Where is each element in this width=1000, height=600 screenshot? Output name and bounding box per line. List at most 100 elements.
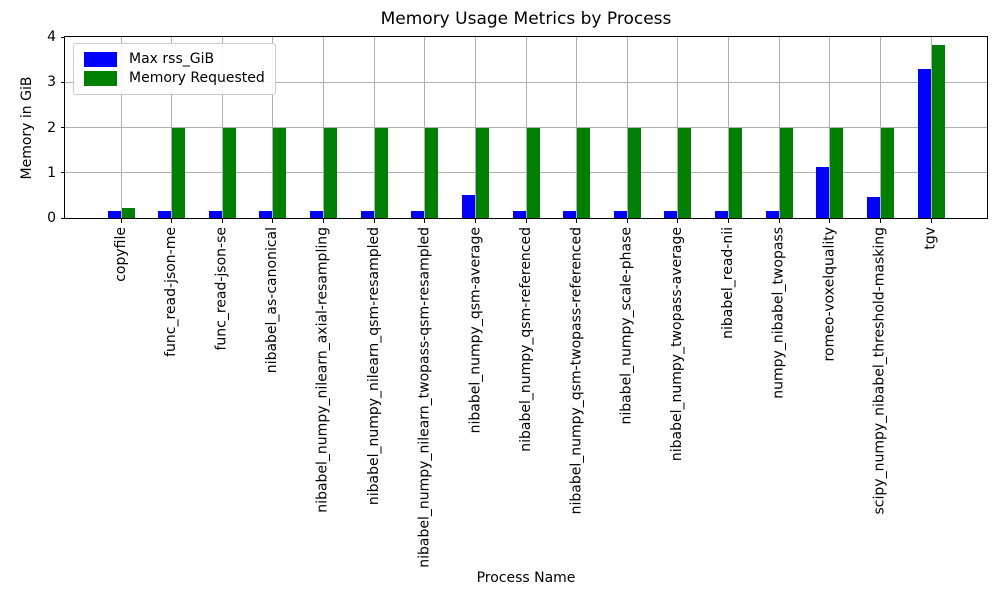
x-tick-mark [829, 219, 831, 223]
x-tick-label: romeo-voxelquality [821, 227, 838, 362]
x-tick-label: nibabel_numpy_twopass-average [669, 227, 686, 462]
vertical-gridline [474, 37, 476, 218]
vertical-gridline [576, 37, 578, 218]
bar-memory-requested [678, 127, 692, 218]
x-tick-label: nibabel_read-nii [720, 227, 736, 339]
vertical-gridline [171, 37, 173, 218]
x-tick-mark [576, 219, 578, 223]
vertical-gridline [829, 37, 831, 218]
vertical-gridline [323, 37, 324, 218]
x-tick-mark [778, 219, 780, 223]
bars-layer [65, 37, 987, 218]
bar-max-rss-gib [208, 211, 222, 218]
bar-max-rss-gib [613, 210, 627, 218]
x-tick-mark [474, 219, 476, 223]
x-tick-label: nibabel_numpy_nilearn_qsm-resampled [365, 227, 382, 506]
bar-memory-requested [324, 127, 337, 218]
bar-memory-requested [172, 127, 186, 218]
plot-area: Max rss_GiB Memory Requested [64, 36, 988, 219]
vertical-gridline [120, 37, 122, 218]
x-tick-mark [171, 219, 173, 223]
x-tick-mark [120, 219, 122, 223]
vertical-gridline [626, 37, 628, 218]
vertical-gridline [728, 37, 729, 218]
chart-title: Memory Usage Metrics by Process [380, 9, 672, 29]
x-tick-label: copyfile [112, 227, 129, 282]
bar-memory-requested [627, 127, 641, 218]
x-tick-mark [879, 219, 881, 223]
bar-max-rss-gib [411, 210, 425, 218]
bar-memory-requested [374, 127, 388, 218]
y-tick-label: 3 [47, 74, 56, 91]
bar-memory-requested [425, 127, 439, 218]
legend-entry: Max rss_GiB [84, 51, 265, 68]
x-tick-label: nibabel_numpy_nilearn_axial-resampling [315, 227, 331, 513]
bar-memory-requested [222, 127, 236, 218]
vertical-gridline [525, 37, 527, 218]
bar-memory-requested [475, 127, 489, 218]
y-tick-mark [61, 217, 65, 219]
bar-memory-requested [273, 127, 287, 218]
bar-memory-requested [121, 208, 135, 218]
x-tick-label: nibabel_numpy_nilearn_twopass-qsm-resamp… [416, 227, 433, 568]
x-tick-mark [424, 219, 426, 223]
bar-memory-requested [577, 127, 591, 218]
x-tick-label: nibabel_numpy_scale-phase [618, 227, 635, 425]
vertical-gridline [373, 37, 375, 218]
vertical-gridline [272, 37, 274, 218]
x-tick-label: nibabel_numpy_qsm-referenced [517, 227, 534, 452]
bar-max-rss-gib [765, 211, 779, 218]
bar-max-rss-gib [816, 166, 830, 218]
bar-max-rss-gib [360, 210, 374, 218]
bar-max-rss-gib [158, 211, 172, 218]
x-tick-mark [373, 219, 375, 223]
bar-memory-requested [779, 127, 793, 218]
bar-memory-requested [830, 127, 844, 218]
bar-max-rss-gib [664, 210, 678, 218]
x-tick-label: scipy_numpy_nibabel_threshold-masking [871, 227, 888, 515]
vertical-gridline [677, 37, 679, 218]
legend-color-swatch [84, 52, 117, 67]
y-tick-label: 2 [47, 119, 56, 136]
vertical-gridline [879, 37, 881, 218]
bar-max-rss-gib [107, 210, 121, 218]
x-tick-mark [677, 219, 679, 223]
y-tick-mark [61, 127, 65, 128]
bar-max-rss-gib [866, 197, 880, 218]
x-tick-label: nibabel_numpy_qsm-twopass-referenced [568, 227, 585, 515]
x-tick-label: numpy_nibabel_twopass [770, 227, 787, 399]
bar-memory-requested [931, 45, 945, 218]
gridlines-layer [65, 37, 987, 218]
x-tick-mark [930, 219, 932, 223]
bar-max-rss-gib [259, 210, 273, 218]
x-tick-label: func_read-json-me [163, 227, 180, 357]
vertical-gridline [778, 37, 780, 218]
y-tick-label: 1 [47, 164, 56, 181]
bar-max-rss-gib [461, 194, 475, 218]
vertical-gridline [930, 37, 932, 218]
x-tick-mark [221, 219, 223, 223]
y-tick-label: 0 [47, 210, 56, 226]
legend-label: Memory Requested [129, 70, 265, 86]
bar-max-rss-gib [563, 210, 577, 218]
bar-max-rss-gib [512, 210, 526, 218]
y-tick-mark [61, 81, 65, 83]
y-tick-mark [61, 172, 65, 174]
legend-label: Max rss_GiB [129, 51, 215, 67]
y-tick-mark [61, 36, 65, 38]
bar-memory-requested [526, 127, 540, 218]
x-tick-mark [272, 219, 274, 223]
x-tick-label: nibabel_numpy_qsm-average [466, 227, 483, 434]
bar-max-rss-gib [917, 68, 931, 218]
vertical-gridline [221, 37, 223, 218]
x-tick-mark [728, 219, 729, 223]
vertical-gridline [424, 37, 426, 218]
x-tick-mark [323, 219, 324, 223]
x-tick-mark [626, 219, 628, 223]
x-tick-label: func_read-json-se [213, 227, 230, 351]
x-axis-label: Process Name [476, 570, 576, 586]
legend-entry: Memory Requested [84, 70, 265, 87]
bar-max-rss-gib [310, 210, 323, 218]
bar-max-rss-gib [715, 210, 728, 218]
